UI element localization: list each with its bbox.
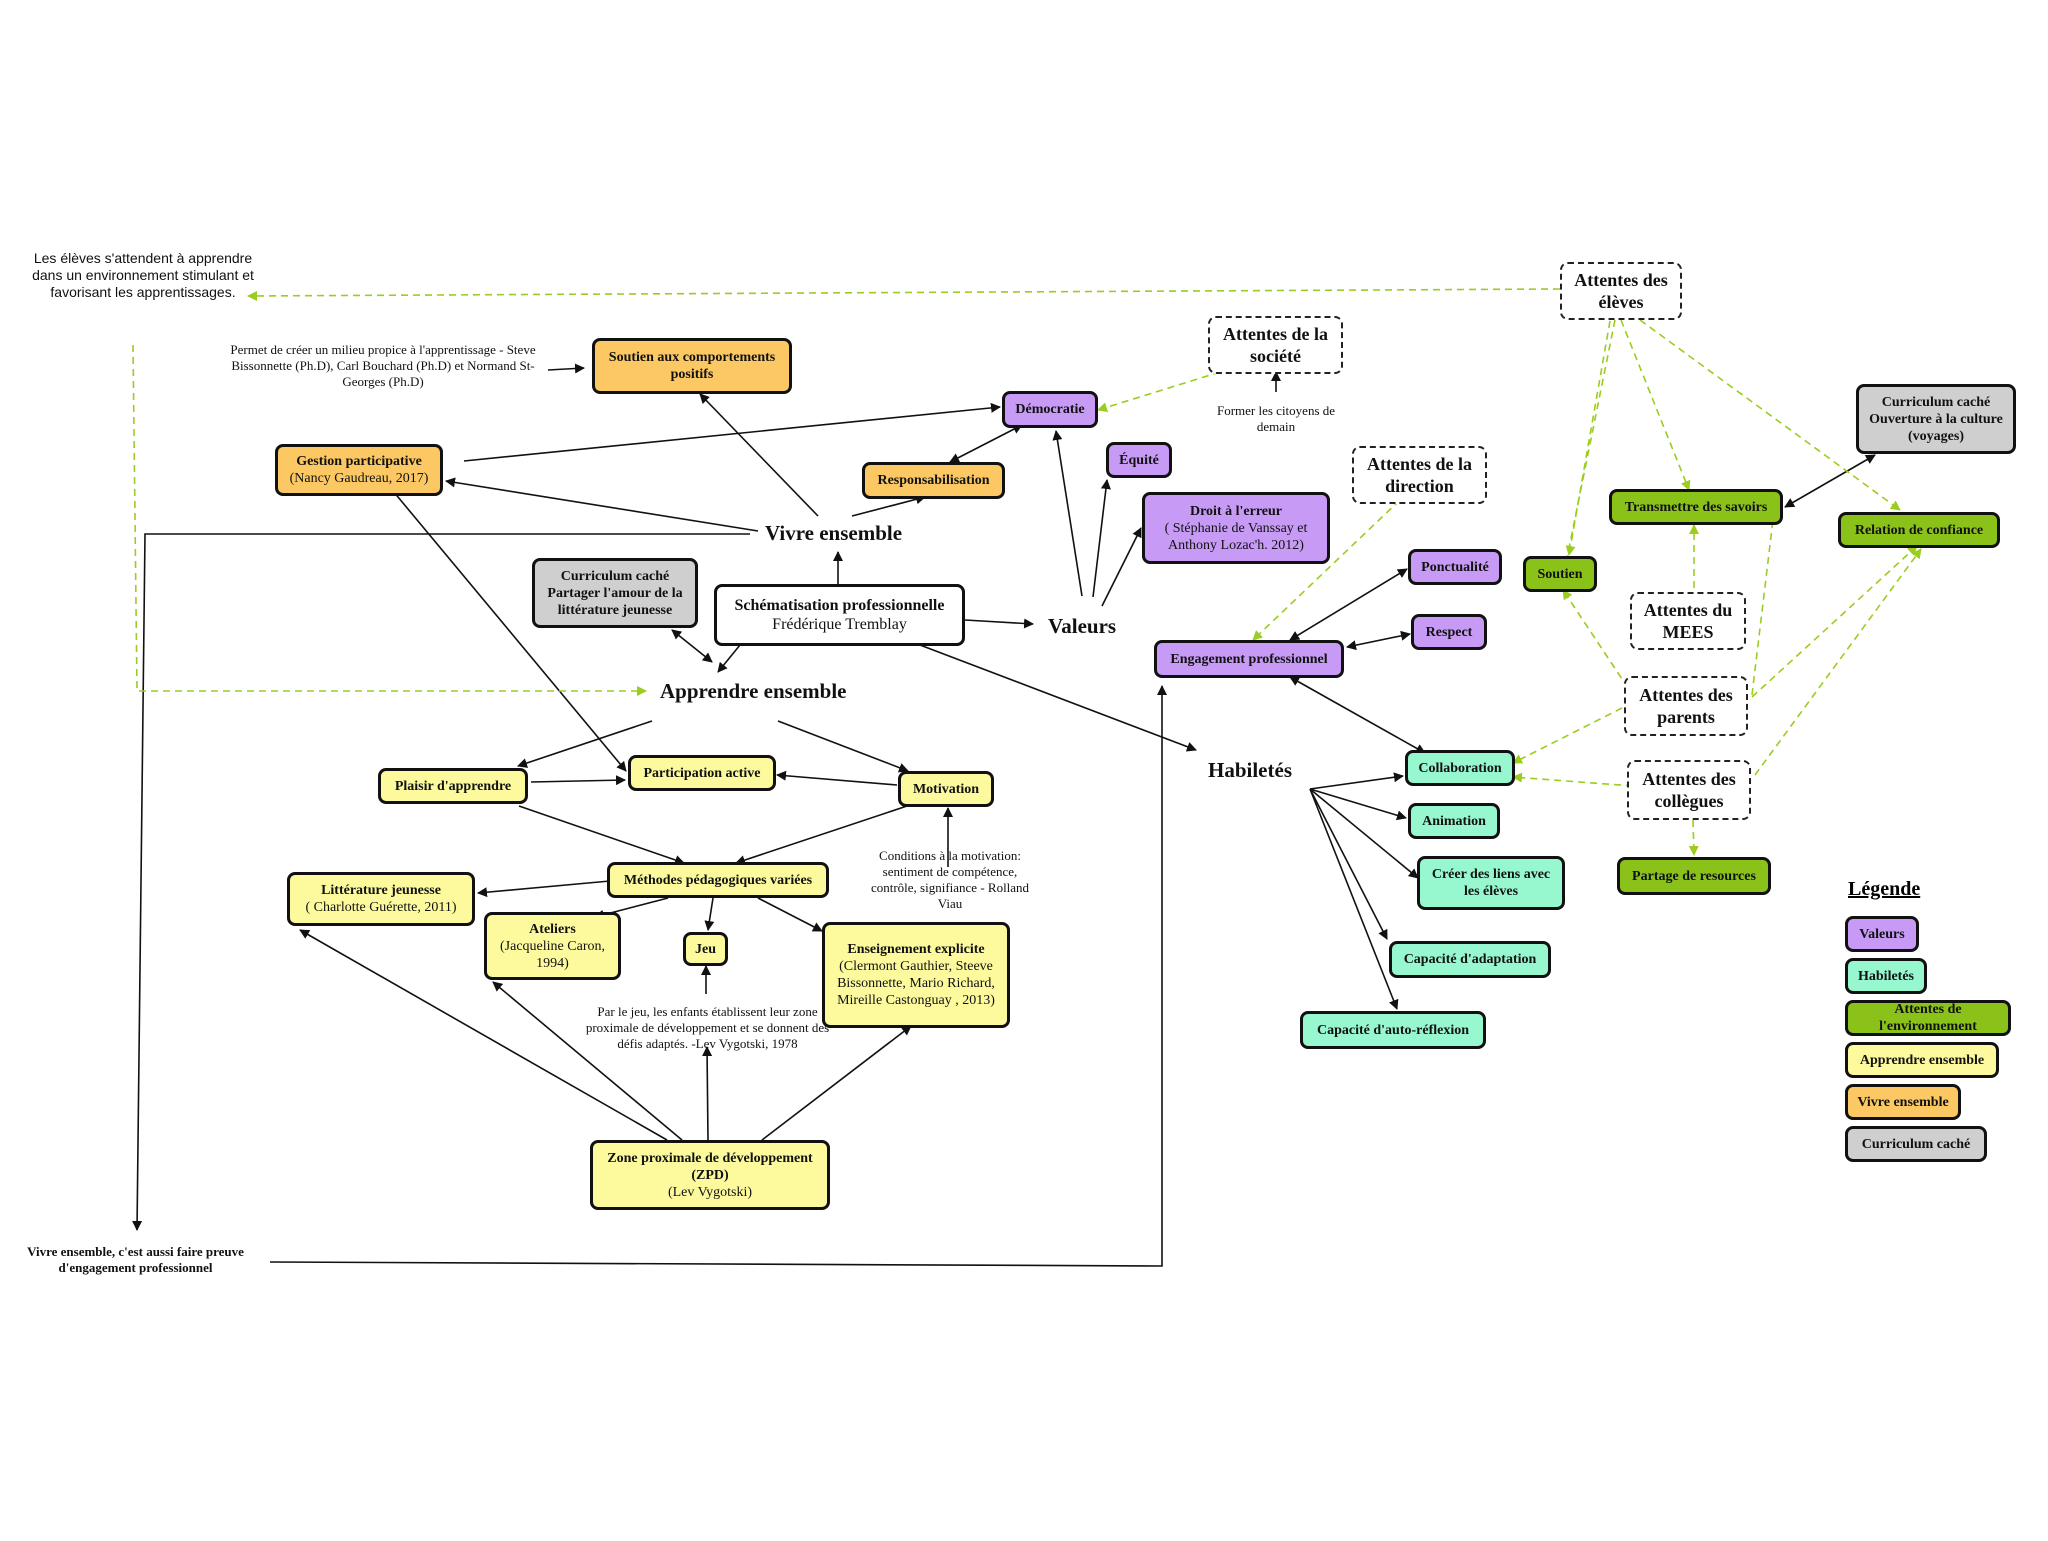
droit-erreur-ref: ( Stéphanie de Vanssay et Anthony Lozac'… — [1164, 520, 1308, 553]
note-jeu: Par le jeu, les enfants établissent leur… — [585, 1004, 830, 1051]
hub-apprendre-ensemble: Apprendre ensemble — [660, 679, 847, 703]
legend-curriculum-cache: Curriculum caché — [1845, 1126, 1987, 1162]
legend-habiletes: Habiletés — [1845, 958, 1927, 994]
legend-title: Légende — [1848, 878, 1921, 900]
center-author: Frédérique Tremblay — [772, 616, 907, 633]
node-respect: Respect — [1411, 614, 1487, 650]
node-capacite-adaptation: Capacité d'adaptation — [1389, 941, 1551, 978]
node-democratie: Démocratie — [1002, 391, 1098, 428]
node-soutien: Soutien — [1523, 556, 1597, 592]
node-methodes-pedagogiques: Méthodes pédagogiques variées — [607, 862, 829, 898]
node-curriculum-culture: Curriculum caché Ouverture à la culture … — [1856, 384, 2016, 454]
node-curriculum-amour: Curriculum caché Partager l'amour de la … — [532, 558, 698, 628]
node-plaisir-apprendre: Plaisir d'apprendre — [378, 768, 528, 804]
node-motivation: Motivation — [898, 771, 994, 807]
zpd-label: Zone proximale de développement (ZPD) — [607, 1150, 813, 1183]
node-responsabilisation: Responsabilisation — [862, 462, 1005, 499]
node-creer-liens: Créer des liens avec les élèves — [1417, 856, 1565, 910]
node-capacite-auto-reflexion: Capacité d'auto-réflexion — [1300, 1011, 1486, 1049]
node-attentes-collegues: Attentes des collègues — [1627, 760, 1751, 820]
droit-erreur-label: Droit à l'erreur — [1189, 503, 1282, 519]
legend-attentes-environnement: Attentes de l'environnement — [1845, 1000, 2011, 1036]
litterature-jeunesse-label: Littérature jeunesse — [321, 883, 441, 898]
node-attentes-societe: Attentes de la société — [1208, 316, 1343, 374]
hub-habiletes: Habiletés — [1208, 758, 1292, 782]
node-ponctualite: Ponctualité — [1408, 549, 1502, 585]
center-title: Schématisation professionnelle — [734, 597, 945, 614]
hub-valeurs: Valeurs — [1048, 614, 1117, 638]
node-participation-active: Participation active — [628, 755, 776, 791]
enseignement-explicite-label: Enseignement explicite — [847, 942, 985, 957]
node-attentes-mees: Attentes du MEES — [1630, 592, 1746, 650]
node-transmettre-savoirs: Transmettre des savoirs — [1609, 489, 1783, 525]
ateliers-ref: (Jacqueline Caron, 1994) — [500, 938, 605, 971]
gestion-participative-ref: (Nancy Gaudreau, 2017) — [289, 471, 429, 486]
enseignement-explicite-ref: (Clermont Gauthier, Steeve Bissonnette, … — [837, 959, 995, 1008]
node-litterature-jeunesse: Littérature jeunesse ( Charlotte Guérett… — [287, 872, 475, 926]
node-soutien-comportements: Soutien aux comportements positifs — [592, 338, 792, 394]
note-vivre-engagement: Vivre ensemble, c'est aussi faire preuve… — [27, 1244, 244, 1275]
litterature-jeunesse-ref: ( Charlotte Guérette, 2011) — [305, 900, 457, 915]
node-attentes-parents: Attentes des parents — [1624, 676, 1748, 736]
zpd-ref: (Lev Vygotski) — [667, 1184, 753, 1200]
node-zpd: Zone proximale de développement (ZPD) (L… — [590, 1140, 830, 1210]
node-collaboration: Collaboration — [1405, 750, 1515, 786]
node-gestion-participative: Gestion participative (Nancy Gaudreau, 2… — [275, 444, 443, 496]
node-jeu: Jeu — [683, 932, 728, 966]
ateliers-label: Ateliers — [529, 921, 576, 937]
node-droit-erreur: Droit à l'erreur ( Stéphanie de Vanssay … — [1142, 492, 1330, 564]
node-partage-ressources: Partage de resources — [1617, 857, 1771, 895]
legend-vivre-ensemble: Vivre ensemble — [1845, 1084, 1961, 1120]
node-animation: Animation — [1408, 803, 1500, 839]
hub-vivre-ensemble: Vivre ensemble — [765, 521, 903, 545]
note-eleves: Les élèves s'attendent à apprendre dans … — [32, 250, 254, 300]
node-attentes-direction: Attentes de la direction — [1352, 446, 1487, 504]
node-attentes-eleves: Attentes des élèves — [1560, 262, 1682, 320]
note-citoyens: Former les citoyens de demain — [1216, 403, 1336, 434]
node-ateliers: Ateliers (Jacqueline Caron, 1994) — [484, 912, 621, 980]
node-equite: Équité — [1106, 442, 1172, 478]
center-node: Schématisation professionnelle Frédériqu… — [714, 584, 965, 646]
node-engagement-professionnel: Engagement professionnel — [1154, 640, 1344, 678]
legend-apprendre-ensemble: Apprendre ensemble — [1845, 1042, 1999, 1078]
note-motivation-conditions: Conditions à la motivation: sentiment de… — [870, 848, 1030, 911]
gestion-participative-label: Gestion participative — [296, 454, 422, 469]
node-relation-confiance: Relation de confiance — [1838, 512, 2000, 548]
note-milieu: Permet de créer un milieu propice à l'ap… — [230, 342, 536, 389]
legend-valeurs: Valeurs — [1845, 916, 1919, 952]
node-enseignement-explicite: Enseignement explicite (Clermont Gauthie… — [822, 922, 1010, 1028]
